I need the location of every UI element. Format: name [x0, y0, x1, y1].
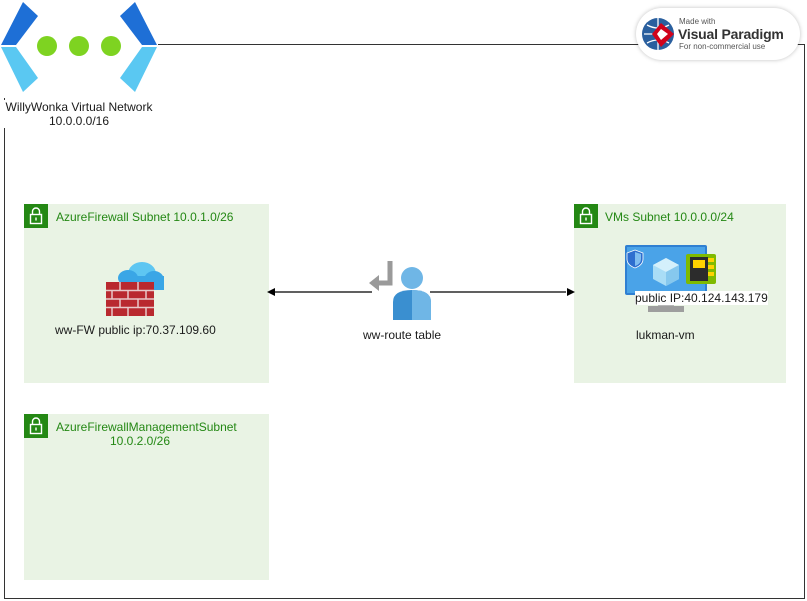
visual-paradigm-logo-icon — [642, 18, 674, 50]
lock-icon — [579, 207, 593, 225]
vm-public-ip-label: public IP:40.124.143.179 — [635, 291, 768, 305]
subnet-title: AzureFirewallManagementSubnet 10.0.2.0/2… — [56, 420, 237, 448]
lock-icon — [29, 417, 43, 435]
subnet-title: AzureFirewall Subnet 10.0.1.0/26 — [56, 210, 234, 224]
route-arrow-to-firewall — [267, 288, 372, 296]
virtual-machine-icon — [625, 245, 716, 312]
lock-icon — [29, 207, 43, 225]
route-table-label: ww-route table — [363, 328, 442, 342]
vnet-boundary — [4, 44, 805, 599]
subnet-title: VMs Subnet 10.0.0.0/24 — [605, 210, 734, 224]
watermark-made-with: Made with — [679, 17, 716, 26]
subnet-title-line1: AzureFirewallManagementSubnet — [56, 420, 237, 434]
virtual-network-icon — [1, 2, 157, 92]
firewall-label: ww-FW public ip:70.37.109.60 — [55, 323, 216, 337]
watermark-note: For non-commercial use — [679, 42, 766, 51]
vnet-name: WillyWonka Virtual Network — [5, 100, 153, 114]
vnet-cidr: 10.0.0.0/16 — [48, 114, 110, 128]
subnet-lock-badge — [24, 414, 48, 438]
subnet-azure-firewall-management: AzureFirewallManagementSubnet 10.0.2.0/2… — [24, 414, 269, 580]
subnet-lock-badge — [24, 204, 48, 228]
vm-name-label: lukman-vm — [636, 328, 695, 342]
subnet-title-line2: 10.0.2.0/26 — [109, 434, 171, 448]
firewall-icon — [106, 262, 164, 316]
vnet-label: WillyWonka Virtual Network 10.0.0.0/16 — [0, 100, 158, 128]
vnet-icon-container — [0, 0, 158, 98]
visual-paradigm-badge: Made with Visual Paradigm For non-commer… — [636, 8, 800, 60]
subnet-lock-badge — [574, 204, 598, 228]
route-table-icon — [369, 261, 431, 320]
watermark-brand: Visual Paradigm — [678, 26, 784, 42]
route-arrow-to-vms — [430, 288, 575, 296]
